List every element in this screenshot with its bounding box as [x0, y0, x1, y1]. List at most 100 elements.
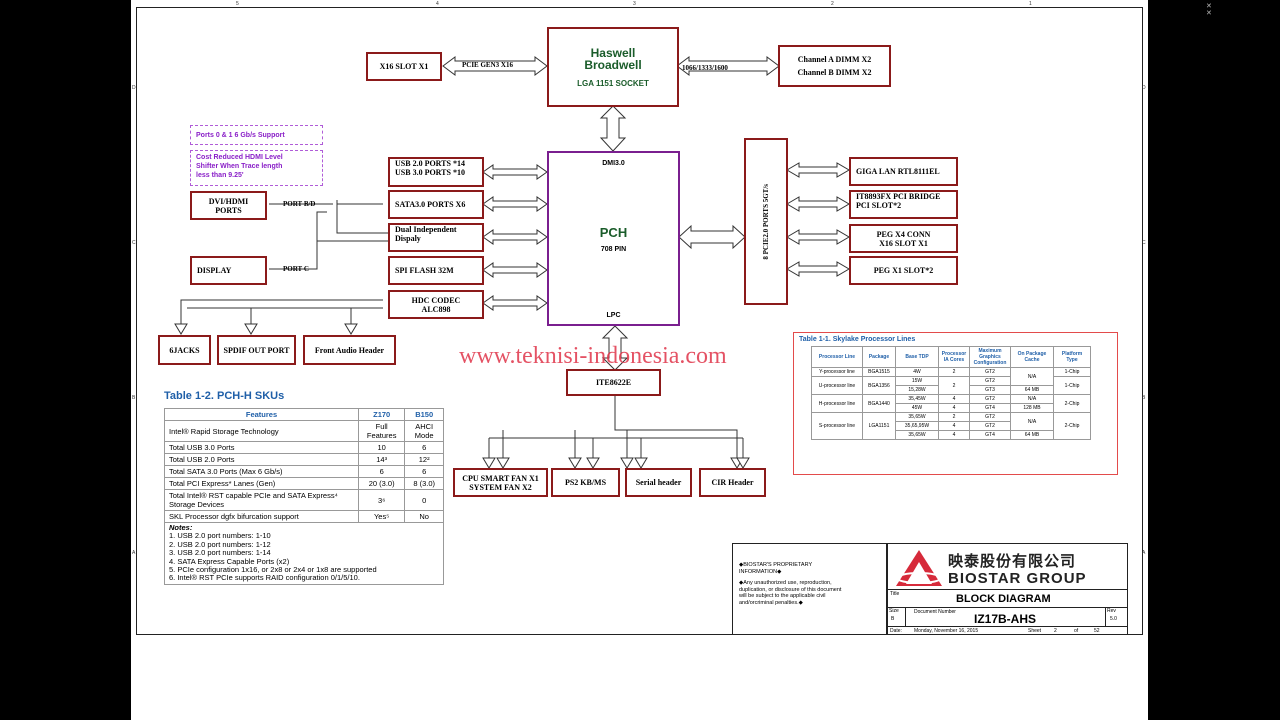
skl-cell: 2-Chip [1053, 412, 1091, 440]
dvi-line1: DVI/HDMI [208, 196, 249, 206]
skl-header: Package [862, 346, 896, 368]
border-tick: B [132, 395, 136, 401]
corner-controls-icon[interactable]: ✕✕ [1206, 3, 1212, 17]
sku-note: 6. Intel® RST PCIe supports RAID configu… [169, 573, 360, 583]
note-hdmi-l1: Cost Reduced HDMI Level [196, 154, 283, 161]
arrow-bridge [786, 196, 850, 212]
giga-lan-block: GIGA LAN RTL8111EL [849, 157, 958, 186]
skl-cell: GT4 [969, 430, 1011, 440]
skl-cell: GT4 [969, 403, 1011, 413]
sku-cell: Full Features [357, 420, 406, 442]
skl-cell: 15,28W [895, 385, 939, 395]
sku-table-title: Table 1-2. PCH-H SKUs [164, 390, 285, 402]
skl-cell: 4 [938, 394, 970, 404]
dual-line1: Dual Independent [395, 225, 457, 234]
tb-rev-cell: Rev 5.0 [1105, 608, 1127, 626]
pci-bridge-block: IT8893FX PCI BRIDGE PCI SLOT*2 [849, 190, 958, 219]
wire-audio-bus [180, 299, 383, 326]
skl-cell: 35,65,95W [895, 421, 939, 431]
pch-name: PCH [599, 224, 628, 240]
skl-cell: 2-Chip [1053, 394, 1091, 413]
border-tick: D [1142, 85, 1146, 91]
sku-header: Features [164, 408, 359, 421]
arrowhead-front [344, 323, 358, 335]
sku-cell: Total Intel® RST capable PCIe and SATA E… [164, 489, 359, 511]
note-hdmi-l3: less than 9.25' [196, 172, 244, 179]
drawing-frame [136, 7, 1143, 635]
skl-cell: 4W [895, 367, 939, 377]
arrow-usb [482, 164, 548, 180]
sku-note: 3. USB 2.0 port numbers: 1-14 [169, 548, 271, 558]
tb-rev: 5.0 [1110, 616, 1117, 622]
prop-line: duplication, or disclosure of this docum… [739, 586, 842, 593]
skl-cell: GT2 [969, 376, 1011, 386]
border-tick: 2 [831, 1, 834, 7]
skl-cell: GT2 [969, 421, 1011, 431]
table-row: 35,65W 4 GT4 64 MB [812, 430, 1091, 440]
sku-cell: Total USB 3.0 Ports [164, 441, 359, 454]
skylake-table-title: Table 1-1. Skylake Processor Lines [799, 336, 916, 343]
title-block: 映泰股份有限公司 BIOSTAR GROUP Title BLOCK DIAGR… [887, 543, 1128, 635]
company-cn: 映泰股份有限公司 [948, 553, 1077, 570]
border-tick: A [132, 550, 136, 556]
front-audio-block: Front Audio Header [303, 335, 396, 365]
sku-note: 5. PCIe configuration 1x16, or 2x8 or 2x… [169, 565, 377, 575]
table-row: Total PCI Express* Lanes (Gen)20 (3.0)8 … [164, 477, 444, 490]
sku-cell: 6 [357, 465, 406, 478]
bridge-line1: IT8893FX PCI BRIDGE [856, 192, 941, 201]
fan-block: CPU SMART FAN X1 SYSTEM FAN X2 [453, 468, 548, 497]
sku-cell: AHCI Mode [404, 420, 444, 442]
tb-size: B [891, 616, 895, 622]
fan-line1: CPU SMART FAN X1 [462, 473, 539, 483]
skl-cell: 4 [938, 430, 970, 440]
cpu-line1: Haswell [590, 45, 636, 60]
arrowhead-jacks [174, 323, 188, 335]
arrow-hdc [482, 295, 548, 311]
prop-line: ◆Any unauthorized use, reproduction, [739, 580, 832, 586]
tb-docnum-label: Document Number [914, 609, 956, 615]
skl-cell: 15W [895, 376, 939, 386]
pch-sku-table-panel: Table 1-2. PCH-H SKUs Features Z170 B150… [164, 390, 446, 585]
sku-note: 4. SATA Express Capable Ports (x2) [169, 556, 290, 566]
skl-header: Base TDP [895, 346, 939, 368]
cpu-line2: Broadwell [584, 57, 642, 72]
skl-cell: 2 [938, 367, 970, 377]
skl-cell: N/A [1010, 367, 1054, 386]
border-tick: 1 [1029, 1, 1032, 7]
arrow-pch-pcie [678, 224, 746, 250]
border-tick: B [1142, 395, 1146, 401]
table-row: Y-processor line BGA1515 4W 2 GT2 N/A 1-… [811, 367, 1091, 386]
cpu-socket: LGA 1151 SOCKET [577, 78, 649, 88]
pch-pins: 708 PIN [600, 245, 627, 253]
tb-date-label: Date: [890, 628, 902, 634]
border-tick: A [1142, 550, 1146, 556]
arrow-lan [786, 162, 850, 178]
dimm-block: Channel A DIMM X2 Channel B DIMM X2 [778, 45, 891, 87]
spdif-block: SPDIF OUT PORT [217, 335, 296, 365]
tb-of-label: of [1074, 628, 1079, 634]
prop-line: INFORMATION◆ [739, 568, 782, 575]
arrow-cpu-pch [599, 105, 627, 152]
sku-cell: 6 [404, 465, 444, 478]
arrowhead-ps2 [568, 457, 582, 469]
pch-dmi: DMI3.0 [602, 160, 625, 167]
border-tick: D [132, 85, 136, 91]
watermark-text: www.teknisi-indonesia.com [459, 343, 727, 369]
table-row: U-processor line BGA1356 15W 2 GT2 1-Chi… [811, 376, 1091, 395]
table-row: S-processor line LGA1151 35,65W 2 GT2 N/… [811, 412, 1091, 440]
jacks-block: 6JACKS [158, 335, 211, 365]
proprietary-notice: ◆BIOSTAR'S PROPRIETARY INFORMATION◆ ◆Any… [732, 543, 887, 635]
skl-cell: Y-processor line [811, 367, 863, 377]
tb-rev-label: Rev [1107, 608, 1116, 614]
skl-cell: BGA1440 [862, 394, 896, 413]
sku-header: Z170 [357, 408, 406, 421]
tb-date-row: Date: Monday, November 16, 2015 Sheet 2 … [888, 626, 1127, 635]
connection-lines [174, 56, 850, 469]
serial-block: Serial header [625, 468, 692, 497]
wire-ite-bus [614, 394, 738, 460]
port-c-label: PORT C [283, 265, 309, 273]
dual-display-block: Dual Independent Dispaly [388, 223, 484, 252]
hdc-line2: ALC898 [421, 304, 451, 314]
